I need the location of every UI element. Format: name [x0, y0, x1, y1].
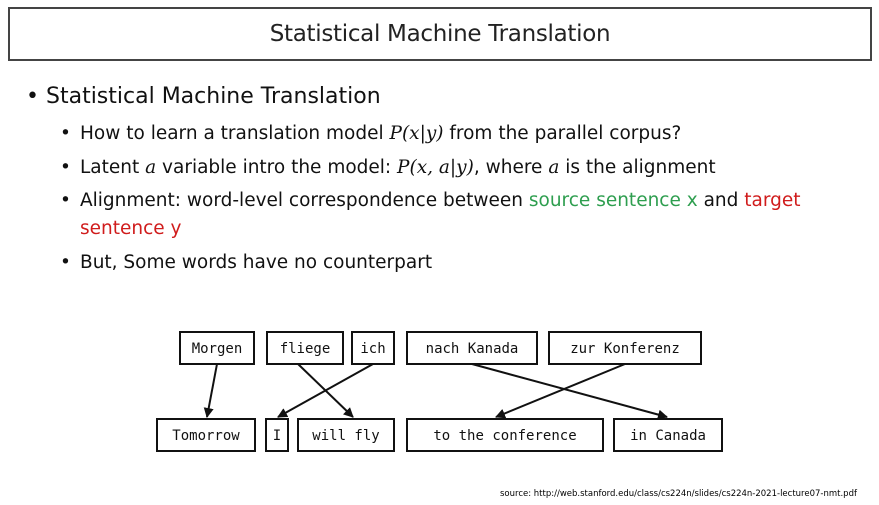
alignment-arrow [277, 363, 374, 418]
source-word-box: ich [351, 331, 395, 365]
alignment-arrow [495, 363, 626, 419]
target-word: I [273, 428, 281, 444]
sub-bullet-text: variable intro the model: [156, 157, 398, 178]
sub-bullet-text: Alignment: word-level correspondence bet… [80, 190, 529, 211]
slide-title: Statistical Machine Translation [269, 21, 611, 47]
bullet-dot: • [60, 252, 71, 273]
target-sentence-label: sentence y [80, 218, 182, 239]
math-expression: a [145, 157, 157, 178]
target-word-box: to the conference [406, 418, 604, 452]
source-word-box: nach Kanada [406, 331, 538, 365]
target-sentence-label: target [744, 190, 801, 211]
sub-bullet-3-continued: sentence y [80, 215, 182, 243]
target-word: will fly [312, 428, 379, 444]
sub-bullet-4: • But, Some words have no counterpart [60, 249, 432, 277]
sub-bullet-text: , where [473, 157, 549, 178]
sub-bullet-2: • Latent a variable intro the model: P(x,… [60, 154, 716, 182]
slide-title-box: Statistical Machine Translation [8, 7, 872, 61]
sub-bullet-text: is the alignment [559, 157, 716, 178]
sub-bullet-text: from the parallel corpus? [443, 123, 682, 144]
math-expression: a [548, 157, 560, 178]
source-word: nach Kanada [426, 341, 519, 357]
target-word-box: will fly [297, 418, 395, 452]
source-word-box: zur Konferenz [548, 331, 702, 365]
source-word: ich [360, 341, 385, 357]
source-word: zur Konferenz [570, 341, 680, 357]
bullet-dot: • [26, 84, 39, 109]
target-word-box: Tomorrow [156, 418, 256, 452]
target-word-box: in Canada [613, 418, 723, 452]
source-word-box: fliege [266, 331, 344, 365]
sub-bullet-text: and [697, 190, 745, 211]
math-expression: P(x|y) [389, 123, 444, 144]
sub-bullet-1: • How to learn a translation model P(x|y)… [60, 120, 681, 148]
target-word-box: I [265, 418, 289, 452]
sub-bullet-text: But, Some words have no counterpart [80, 252, 433, 273]
bullet-dot: • [60, 123, 71, 144]
sub-bullet-3: • Alignment: word-level correspondence be… [60, 187, 801, 215]
main-bullet: • Statistical Machine Translation [26, 84, 381, 109]
source-citation: source: http://web.stanford.edu/class/cs… [500, 489, 857, 499]
target-word: Tomorrow [172, 428, 240, 444]
alignment-arrow [471, 363, 668, 420]
target-word: in Canada [630, 428, 706, 444]
math-expression: P(x, a|y) [397, 157, 474, 178]
source-word: fliege [280, 341, 331, 357]
sub-bullet-text: Latent [80, 157, 146, 178]
sub-bullet-text: How to learn a translation model [80, 123, 390, 144]
source-sentence-label: source sentence x [528, 190, 698, 211]
main-bullet-text: Statistical Machine Translation [46, 84, 381, 109]
source-word: Morgen [192, 341, 243, 357]
source-word-box: Morgen [179, 331, 255, 365]
bullet-dot: • [60, 157, 71, 178]
bullet-dot: • [60, 190, 71, 211]
alignment-arrow [203, 363, 218, 418]
target-word: to the conference [433, 428, 576, 444]
